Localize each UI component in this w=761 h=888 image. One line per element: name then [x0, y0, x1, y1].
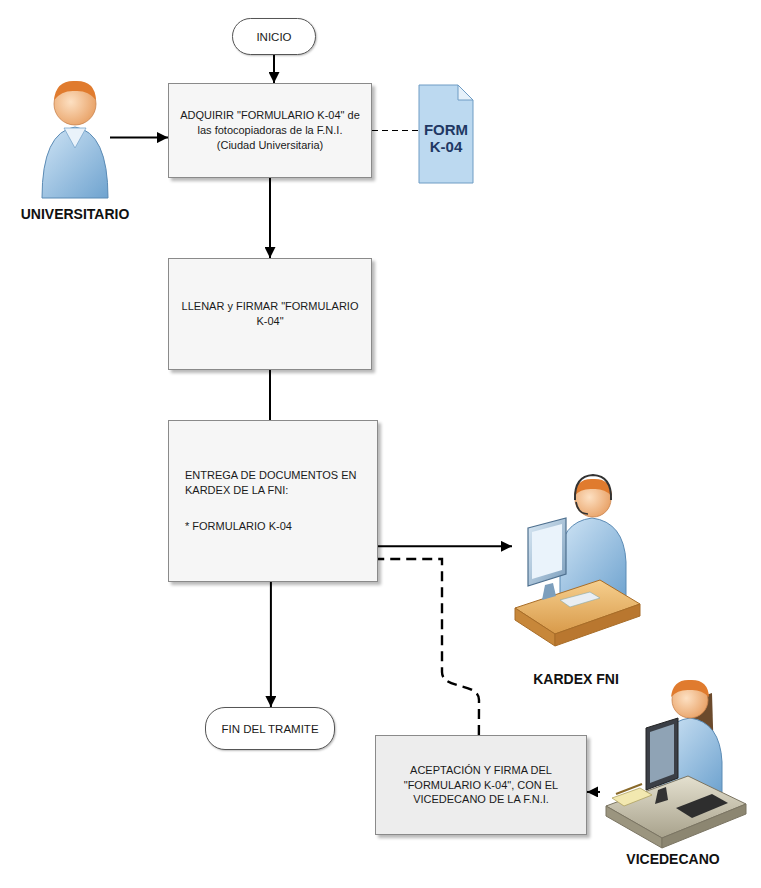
connector: [110, 137, 168, 139]
connector: [269, 370, 271, 420]
end-terminal: FIN DEL TRAMITE: [205, 707, 335, 750]
process-box: ENTREGA DE DOCUMENTOS EN KARDEX DE LA FN…: [168, 420, 378, 582]
actor-label: KARDEX FNI: [533, 671, 619, 687]
connector: [269, 178, 271, 258]
actor-icon: VICEDECANO: [600, 675, 746, 847]
node-text: ACEPTACIÓN Y FIRMA DEL "FORMULARIO K-04"…: [386, 763, 576, 808]
actor-icon: UNIVERSITARIO: [40, 80, 110, 200]
connector: [378, 559, 479, 735]
node-text: ENTREGA DE DOCUMENTOS EN KARDEX DE LA FN…: [185, 468, 367, 498]
vice-dean-icon: [606, 680, 746, 848]
process-box: ADQUIRIR "FORMULARIO K-04" de las fotoco…: [168, 83, 372, 178]
process-box: LLENAR y FIRMAR "FORMULARIO K-04": [168, 258, 372, 370]
node-text: * FORMULARIO K-04: [185, 519, 292, 534]
node-text: FIN DEL TRAMITE: [221, 723, 318, 735]
node-text: LLENAR y FIRMAR "FORMULARIO K-04": [179, 299, 361, 329]
connector: [378, 545, 512, 547]
document-fold: [458, 85, 473, 100]
connector: [270, 582, 272, 707]
student-icon: [42, 81, 108, 198]
connector: [372, 130, 418, 131]
node-text: ADQUIRIR "FORMULARIO K-04" de las fotoco…: [179, 108, 361, 153]
node-text: FORM K-04: [424, 121, 468, 156]
connector: [273, 55, 275, 83]
actor-label: VICEDECANO: [626, 851, 719, 867]
kardex-clerk-icon: [515, 475, 640, 646]
start-terminal: INICIO: [232, 18, 316, 55]
document-body: [419, 85, 473, 183]
connector: [587, 791, 600, 793]
actor-icon: KARDEX FNI: [512, 475, 640, 647]
node-text: INICIO: [256, 31, 291, 43]
actor-label: UNIVERSITARIO: [21, 206, 130, 222]
document-shape: FORM K-04: [418, 84, 474, 184]
process-box: ACEPTACIÓN Y FIRMA DEL "FORMULARIO K-04"…: [375, 735, 587, 835]
